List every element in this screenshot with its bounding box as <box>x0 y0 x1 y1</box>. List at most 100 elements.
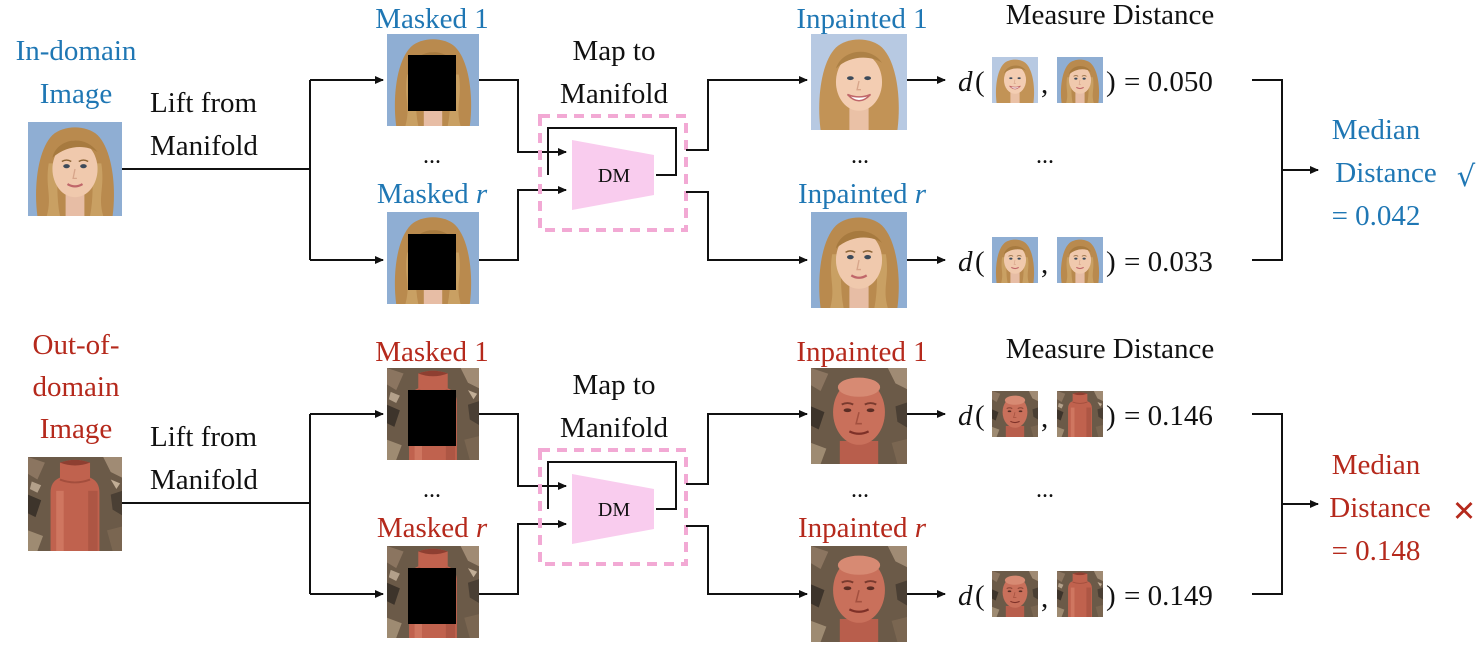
dm-loop <box>547 127 677 176</box>
inpainted-1-label: Inpainted 1 <box>796 3 927 35</box>
inpainted-r-var: r <box>915 512 927 544</box>
open-paren: ( <box>975 580 985 612</box>
merge-connector <box>1252 413 1283 595</box>
close-paren: ) <box>1106 400 1116 432</box>
dm-block <box>572 140 654 210</box>
distance-row-r: d ( , ) = 0.033 <box>958 237 1213 283</box>
fork-connector <box>122 80 311 260</box>
distance-fn: d <box>958 400 973 432</box>
distance-thumb-original <box>1057 571 1103 617</box>
masked-1-to-dm-arrow <box>479 79 567 156</box>
input-label-line-2: Image <box>40 78 112 110</box>
open-paren: ( <box>975 400 985 432</box>
cross-icon: ✕ <box>1452 494 1476 528</box>
inpainted-r-image <box>811 546 907 642</box>
distance-thumb-inpainted <box>992 57 1038 103</box>
distance-ellipsis: ... <box>1036 143 1054 169</box>
open-paren: ( <box>975 246 985 278</box>
masked-r-label: Masked r <box>377 178 488 210</box>
distance-value: = 0.033 <box>1124 246 1213 278</box>
distance-row-1: d ( , ) = 0.146 <box>958 391 1213 437</box>
dm-to-inpainted-1-arrow <box>686 410 808 485</box>
masked-r-prefix: Masked <box>377 178 476 210</box>
input-label-line-3: Image <box>40 413 112 445</box>
input-label-line-1: In-domain <box>16 35 137 67</box>
close-paren: ) <box>1106 246 1116 278</box>
distance-fn: d <box>958 580 973 612</box>
input-image <box>28 457 122 551</box>
dm-to-inpainted-r-arrow <box>686 525 808 598</box>
input-label-line-2: domain <box>33 371 120 403</box>
in-domain-row: In-domain Image Lift from Manifold Maske… <box>16 0 1476 308</box>
inpainted-r-label: Inpainted r <box>798 178 927 210</box>
inpainted-1-image <box>811 368 907 464</box>
lift-label-line-2: Manifold <box>150 130 258 162</box>
map-label-line-2: Manifold <box>560 78 668 110</box>
inpainted-1-label: Inpainted 1 <box>796 336 927 368</box>
masked-ellipsis: ... <box>423 477 441 503</box>
distance-value: = 0.146 <box>1124 400 1213 432</box>
out-of-domain-row: Out-of- domain Image Lift from Manifold … <box>28 329 1476 642</box>
fork-connector <box>122 414 311 594</box>
distance-fn: d <box>958 246 973 278</box>
median-label-line-1: Median <box>1332 114 1421 146</box>
dm-loop <box>547 461 677 510</box>
comma: , <box>1041 68 1048 100</box>
dm-dashed-box <box>538 448 688 566</box>
comma: , <box>1041 248 1048 280</box>
inpainted-ellipsis: ... <box>851 477 869 503</box>
distance-thumb-original <box>1057 237 1103 283</box>
input-image <box>28 122 122 216</box>
masked-r-label: Masked r <box>377 512 488 544</box>
comma: , <box>1041 402 1048 434</box>
inpainted-1-image <box>811 34 907 130</box>
distance-value: = 0.149 <box>1124 580 1213 612</box>
median-value: = 0.148 <box>1332 535 1421 567</box>
distance-thumb-inpainted <box>992 237 1038 283</box>
masked-r-to-dm-arrow <box>479 520 567 595</box>
inpainted-r-prefix: Inpainted <box>798 512 915 544</box>
map-label-line-1: Map to <box>573 369 656 401</box>
masked-1-to-dm-arrow <box>479 413 567 490</box>
dm-label: DM <box>598 165 630 187</box>
masked-1-label: Masked 1 <box>375 3 489 35</box>
comma: , <box>1041 582 1048 614</box>
inpainted-r-label: Inpainted r <box>798 512 927 544</box>
distance-value: = 0.050 <box>1124 66 1213 98</box>
input-label-line-1: Out-of- <box>33 329 120 361</box>
distance-thumb-original <box>1057 57 1103 103</box>
measure-distance-label: Measure Distance <box>1006 333 1215 365</box>
map-label-line-2: Manifold <box>560 412 668 444</box>
inpainted-r-image <box>811 212 907 308</box>
lift-label-line-2: Manifold <box>150 464 258 496</box>
close-paren: ) <box>1106 66 1116 98</box>
open-paren: ( <box>975 66 985 98</box>
lift-label-line-1: Lift from <box>150 87 258 119</box>
distance-thumb-inpainted <box>992 391 1038 437</box>
dm-to-inpainted-1-arrow <box>686 76 808 151</box>
masked-1-image <box>387 34 479 126</box>
dm-to-inpainted-r-arrow <box>686 191 808 264</box>
dm-block <box>572 474 654 544</box>
masked-1-label: Masked 1 <box>375 336 489 368</box>
distance-row-r: d ( , ) = 0.149 <box>958 571 1213 617</box>
median-label-line-2: Distance <box>1329 492 1430 524</box>
distance-ellipsis: ... <box>1036 477 1054 503</box>
masked-r-var: r <box>476 178 488 210</box>
lift-label-line-1: Lift from <box>150 421 258 453</box>
masked-r-image <box>387 212 479 304</box>
inpainted-r-prefix: Inpainted <box>798 178 915 210</box>
check-icon: √ <box>1457 159 1476 193</box>
masked-r-prefix: Masked <box>377 512 476 544</box>
median-value: = 0.042 <box>1332 200 1421 232</box>
distance-row-1: d ( , ) = 0.050 <box>958 57 1213 103</box>
dm-label: DM <box>598 499 630 521</box>
distance-fn: d <box>958 66 973 98</box>
map-label-line-1: Map to <box>573 35 656 67</box>
distance-thumb-inpainted <box>992 571 1038 617</box>
masked-r-var: r <box>476 512 488 544</box>
median-label-line-1: Median <box>1332 449 1421 481</box>
masked-r-to-dm-arrow <box>479 186 567 261</box>
median-label-line-2: Distance <box>1335 157 1436 189</box>
